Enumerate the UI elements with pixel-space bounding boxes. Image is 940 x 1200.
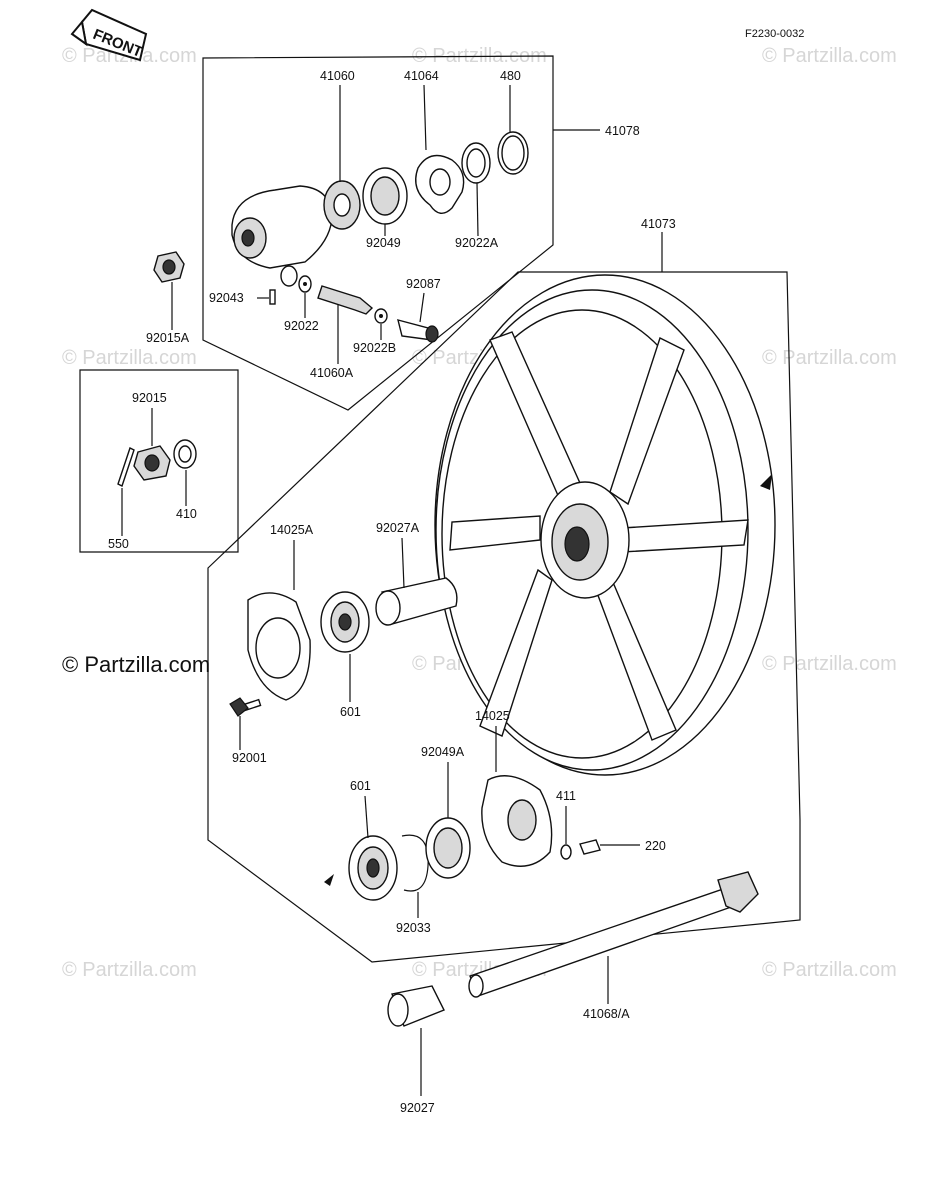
diagram-code: F2230-0032 <box>745 28 804 40</box>
watermark: © Partzilla.com <box>762 653 897 675</box>
cover-14025 <box>481 775 553 867</box>
bearing-601-right <box>348 835 398 901</box>
label-92001: 92001 <box>232 751 267 765</box>
label-411: 411 <box>556 789 576 803</box>
pinion-shaft-41060A <box>317 285 374 315</box>
oil-seal-92049 <box>362 167 408 225</box>
label-480: 480 <box>500 69 521 83</box>
label-41064: 41064 <box>404 69 439 83</box>
bushing-92087 <box>397 319 439 343</box>
label-220: 220 <box>645 839 666 853</box>
bolt-92001 <box>229 697 262 717</box>
nut-kit-box <box>79 369 239 553</box>
watermark: © Partzilla.com <box>762 45 897 67</box>
watermark-prominent: © Partzilla.com <box>62 652 210 677</box>
screw-220 <box>579 839 601 855</box>
axle-41068A <box>468 871 759 998</box>
pin-92043 <box>269 289 276 305</box>
label-92027A: 92027A <box>376 521 420 535</box>
disc-plate-14025A <box>247 592 311 701</box>
label-41073: 41073 <box>641 217 676 231</box>
cotter-pin-550 <box>117 447 135 487</box>
oil-seal-92049A <box>425 817 471 879</box>
label-92087: 92087 <box>406 277 441 291</box>
label-14025: 14025 <box>475 709 510 723</box>
hub-assembly-box <box>202 55 554 411</box>
circlip-92033 <box>401 834 429 892</box>
label-41060: 41060 <box>320 69 355 83</box>
label-41078: 41078 <box>605 124 640 138</box>
label-92015A: 92015A <box>146 331 190 345</box>
label-92015: 92015 <box>132 391 167 405</box>
label-601-right: 601 <box>350 779 371 793</box>
label-92022B: 92022B <box>353 341 396 355</box>
label-92033: 92033 <box>396 921 431 935</box>
washer-411 <box>560 844 572 860</box>
label-601-left: 601 <box>340 705 361 719</box>
castle-nut-92015 <box>133 445 171 481</box>
nut-92015A <box>153 251 185 283</box>
collar-92027 <box>387 985 445 1027</box>
drive-gear-41060 <box>323 180 361 230</box>
bearing-601-left <box>320 591 370 653</box>
watermark: © Partzilla.com <box>62 959 197 981</box>
watermark: © Partzilla.com <box>62 347 197 369</box>
speedo-gear-housing <box>231 185 333 269</box>
circlip-480 <box>497 131 529 175</box>
wheel-rim-41073 <box>434 274 776 776</box>
label-92043: 92043 <box>209 291 244 305</box>
label-41060A: 41060A <box>310 366 354 380</box>
label-14025A: 14025A <box>270 523 314 537</box>
label-92027: 92027 <box>400 1101 435 1115</box>
washer-92022 <box>280 265 312 293</box>
washer-92022B <box>374 308 388 324</box>
watermark: © Partzilla.com <box>762 347 897 369</box>
label-92049A: 92049A <box>421 745 465 759</box>
retainer-41064 <box>415 154 465 214</box>
wheel-assembly-box <box>207 271 801 963</box>
washer-410 <box>173 439 197 469</box>
label-92022A: 92022A <box>455 236 499 250</box>
watermark: © Partzilla.com <box>762 959 897 981</box>
washer-92022A <box>461 142 491 184</box>
label-410: 410 <box>176 507 197 521</box>
label-550: 550 <box>108 537 129 551</box>
label-92049: 92049 <box>366 236 401 250</box>
label-41068A: 41068/A <box>583 1007 630 1021</box>
spacer-92027A <box>375 577 458 626</box>
label-92022: 92022 <box>284 319 319 333</box>
